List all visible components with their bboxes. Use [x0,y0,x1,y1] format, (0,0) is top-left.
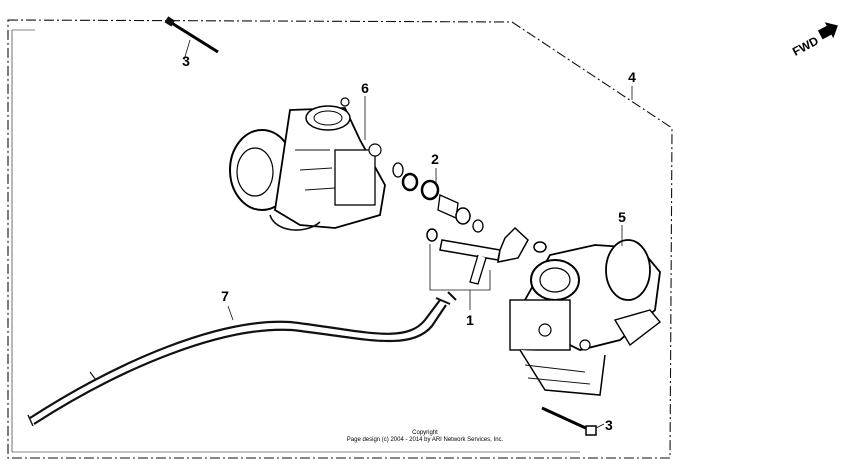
bolt-bottom [541,406,605,436]
carburetor-left [229,96,386,231]
fwd-indicator: FWD [790,22,838,59]
joint-parts [392,162,484,233]
callout-6: 6 [361,80,369,96]
callout-3-top: 3 [182,53,190,69]
outer-frame [7,19,673,459]
callout-1: 1 [466,312,474,328]
carburetor-right [509,225,662,396]
callout-5: 5 [618,209,626,225]
fuel-tube [27,297,451,427]
callout-7: 7 [221,288,229,304]
callout-2: 2 [431,151,439,167]
bolt-top [164,16,219,61]
bracket-shaft [426,226,547,310]
callout-4: 4 [628,69,636,85]
fwd-arrow-icon [817,22,838,40]
copyright-line-2: Page design (c) 2004 - 2014 by ARI Netwo… [347,437,504,443]
fwd-label: FWD [790,33,821,58]
assembly-outline [11,29,580,453]
copyright-line-1: Copyright [412,430,438,436]
callout-3-bottom: 3 [605,417,613,433]
